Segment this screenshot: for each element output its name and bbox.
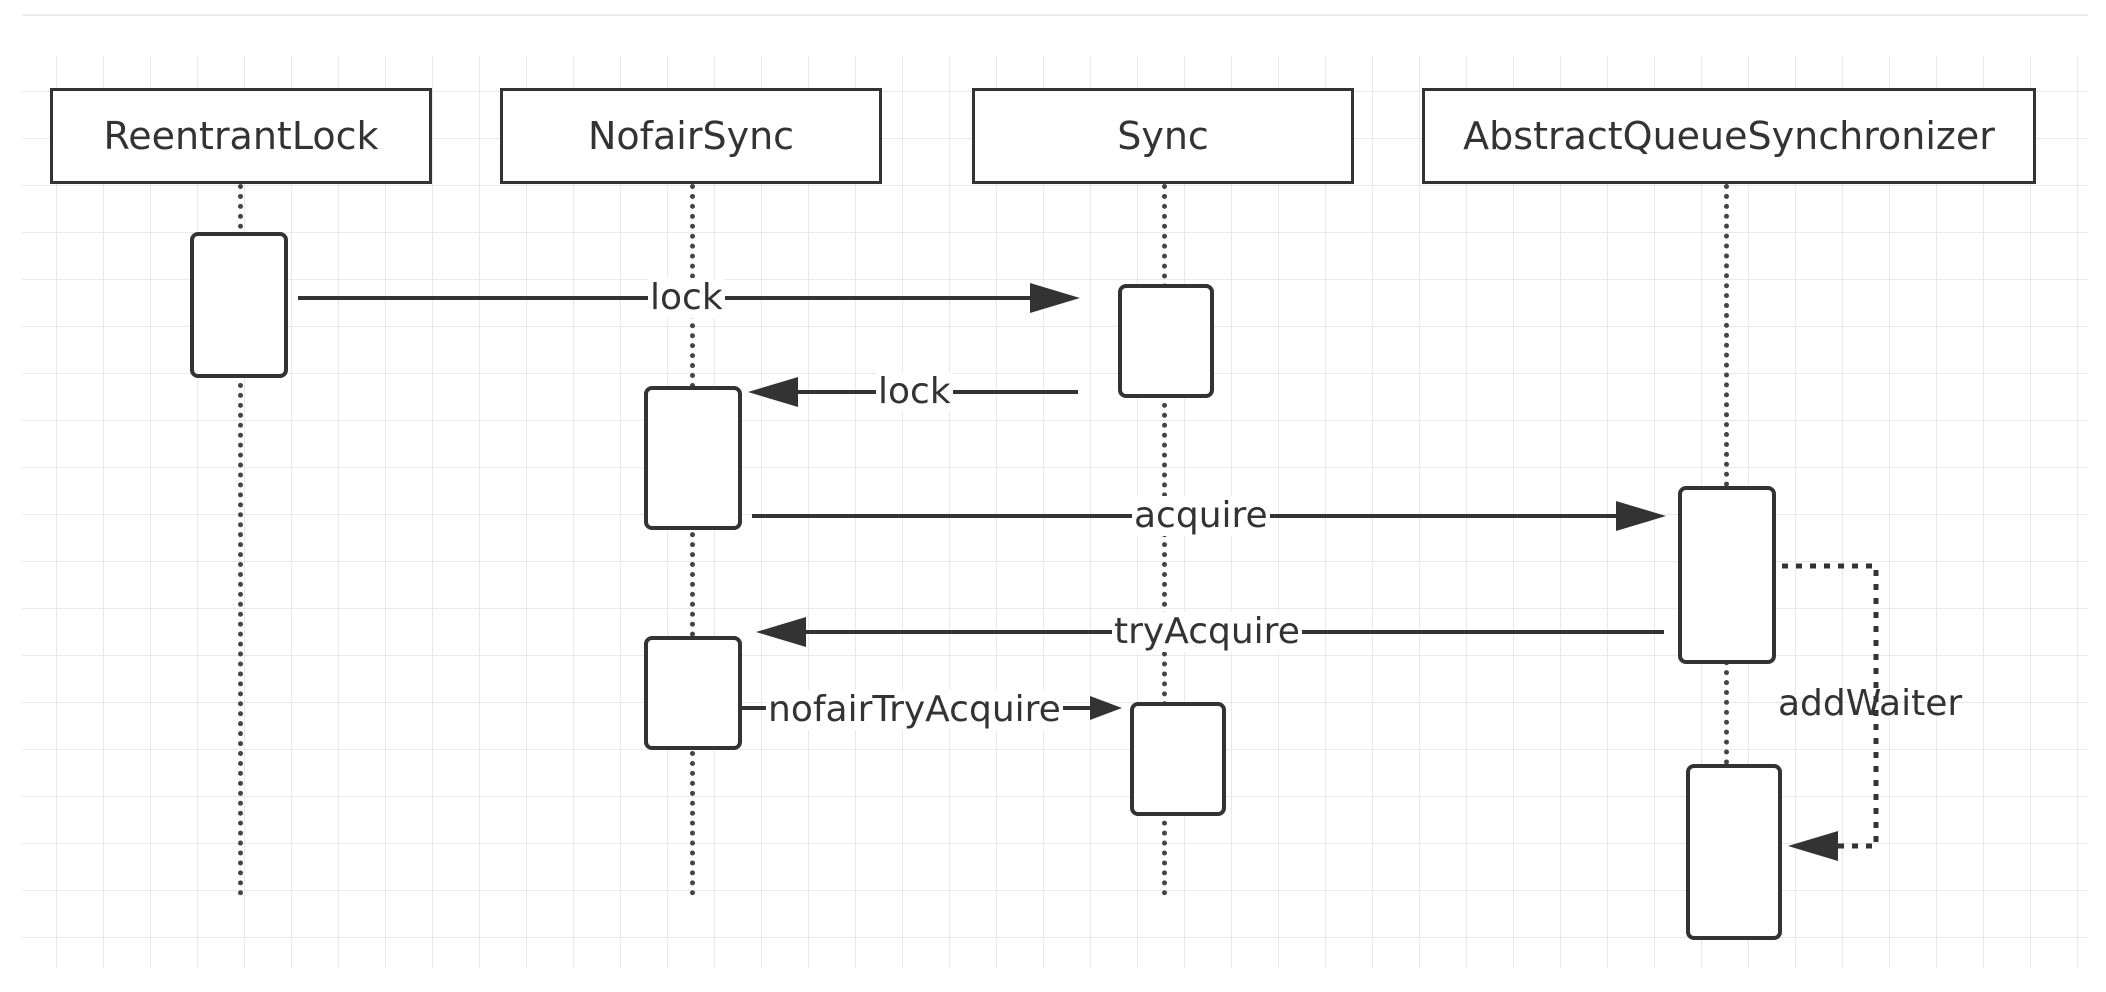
activation-aqs-2[interactable] [1686, 764, 1782, 940]
message-label-lock-2: lock [876, 371, 953, 412]
participant-abstractqueuesynchronizer[interactable]: AbstractQueueSynchronizer [1422, 88, 2036, 184]
message-label-lock-1: lock [648, 277, 725, 318]
arrowhead-addwaiter [1788, 831, 1838, 861]
lifeline-nofairsync [690, 184, 695, 896]
participant-sync[interactable]: Sync [972, 88, 1354, 184]
participant-nofairsync[interactable]: NofairSync [500, 88, 882, 184]
arrowhead-nofairtryacquire [1090, 696, 1122, 720]
activation-nofairsync-2[interactable] [644, 636, 742, 750]
message-label-acquire: acquire [1132, 495, 1270, 536]
arrowhead-lock-1 [1030, 283, 1080, 313]
message-label-tryacquire: tryAcquire [1112, 611, 1302, 652]
participant-reentrantlock[interactable]: ReentrantLock [50, 88, 432, 184]
participant-label: ReentrantLock [103, 114, 379, 158]
participant-label: AbstractQueueSynchronizer [1463, 114, 1995, 158]
arrow-line-addwaiter [1782, 563, 1879, 849]
arrowhead-tryacquire [756, 617, 806, 647]
lifeline-reentrantlock [238, 184, 243, 896]
message-label-nofairtryacquire: nofairTryAcquire [766, 689, 1063, 730]
lifeline-sync [1162, 184, 1167, 896]
activation-sync-1[interactable] [1118, 284, 1214, 398]
activation-sync-2[interactable] [1130, 702, 1226, 816]
activation-reentrantlock[interactable] [190, 232, 288, 378]
activation-nofairsync-1[interactable] [644, 386, 742, 530]
top-divider [22, 14, 2088, 16]
participant-label: NofairSync [587, 114, 795, 158]
activation-aqs-1[interactable] [1678, 486, 1776, 664]
arrowhead-lock-2 [748, 377, 798, 407]
arrowhead-acquire [1616, 501, 1666, 531]
message-label-addwaiter: addWaiter [1778, 683, 1963, 724]
participant-label: Sync [1117, 114, 1209, 158]
